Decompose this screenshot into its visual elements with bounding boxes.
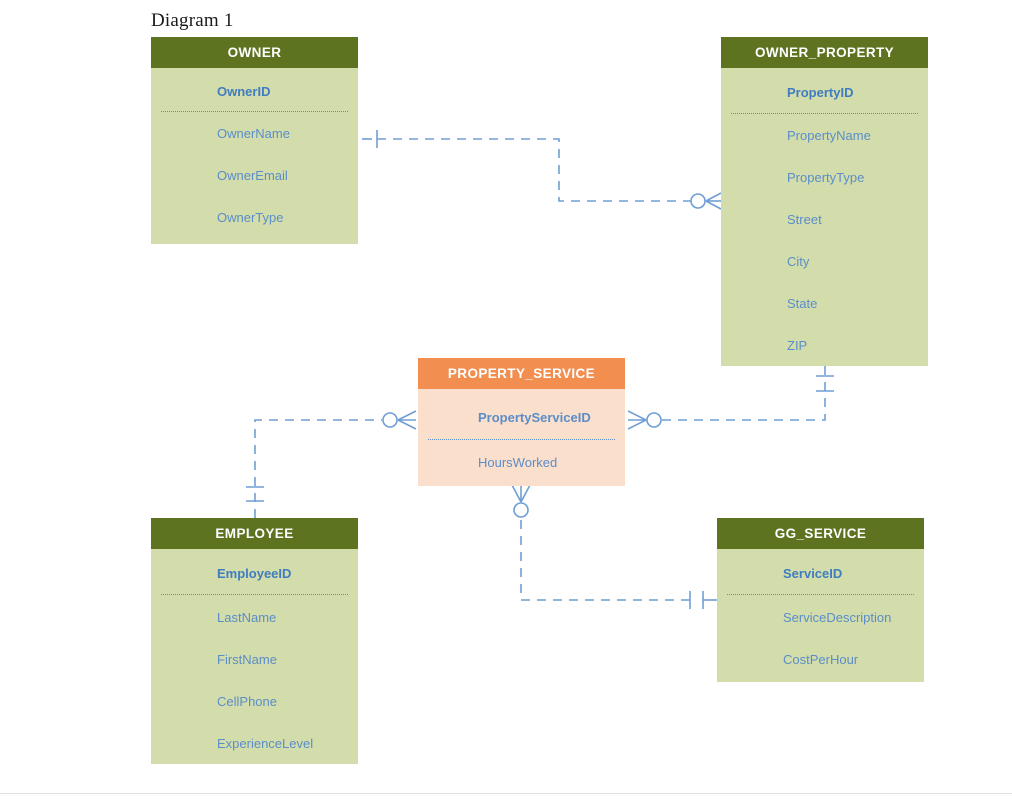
entity-employee-attributes: EmployeeID LastName FirstName CellPhone …	[151, 549, 358, 764]
pk-divider	[161, 594, 348, 595]
attribute-servicedescription: ServiceDescription	[783, 610, 892, 625]
attribute-employeeid: EmployeeID	[217, 566, 292, 581]
attribute-ownerid: OwnerID	[217, 84, 271, 99]
attribute-propertyname: PropertyName	[787, 128, 871, 143]
attribute-propertyid: PropertyID	[787, 85, 854, 100]
relationship-employee-to-property-service	[246, 410, 417, 518]
pk-divider	[161, 111, 348, 112]
pk-divider	[428, 439, 615, 440]
pk-divider	[727, 594, 914, 595]
entity-owner-property-attributes: PropertyID PropertyName PropertyType Str…	[721, 68, 928, 366]
attribute-ownername: OwnerName	[217, 126, 290, 141]
attribute-state: State	[787, 296, 818, 311]
page-title: Diagram 1	[151, 10, 234, 31]
entity-gg-service[interactable]: GG_SERVICE ServiceID ServiceDescription …	[717, 518, 924, 682]
attribute-cellphone: CellPhone	[217, 694, 277, 709]
pk-divider	[731, 113, 918, 114]
attribute-hoursworked: HoursWorked	[478, 455, 558, 470]
relationship-gg-service-to-property-service	[511, 484, 717, 609]
attribute-serviceid: ServiceID	[783, 566, 843, 581]
entity-owner-property-title: OWNER_PROPERTY	[721, 37, 928, 68]
attribute-propertytype: PropertyType	[787, 170, 865, 185]
attribute-ownertype: OwnerType	[217, 210, 284, 225]
attribute-street: Street	[787, 212, 822, 227]
attribute-city: City	[787, 254, 810, 269]
entity-owner-attributes: OwnerID OwnerName OwnerEmail OwnerType	[151, 68, 358, 244]
attribute-propertyserviceid: PropertyServiceID	[478, 410, 591, 425]
entity-owner-title: OWNER	[151, 37, 358, 68]
entity-gg-service-attributes: ServiceID ServiceDescription CostPerHour	[717, 549, 924, 682]
entity-owner[interactable]: OWNER OwnerID OwnerName OwnerEmail Owner…	[151, 37, 358, 244]
relationship-owner-property-to-property-service	[627, 366, 834, 430]
entity-property-service-title: PROPERTY_SERVICE	[418, 358, 625, 389]
entity-employee[interactable]: EMPLOYEE EmployeeID LastName FirstName C…	[151, 518, 358, 764]
entity-property-service[interactable]: PROPERTY_SERVICE PropertyServiceID Hours…	[418, 358, 625, 486]
attribute-firstname: FirstName	[217, 652, 277, 667]
entity-owner-property[interactable]: OWNER_PROPERTY PropertyID PropertyName P…	[721, 37, 928, 366]
bottom-divider	[0, 793, 1012, 794]
attribute-zip: ZIP	[787, 338, 808, 353]
attribute-costperhour: CostPerHour	[783, 652, 859, 667]
relationship-owner-to-owner-property	[362, 130, 722, 210]
attribute-owneremail: OwnerEmail	[217, 168, 288, 183]
entity-property-service-attributes: PropertyServiceID HoursWorked	[418, 389, 625, 486]
attribute-lastname: LastName	[217, 610, 277, 625]
entity-employee-title: EMPLOYEE	[151, 518, 358, 549]
attribute-experiencelevel: ExperienceLevel	[217, 736, 314, 751]
entity-gg-service-title: GG_SERVICE	[717, 518, 924, 549]
